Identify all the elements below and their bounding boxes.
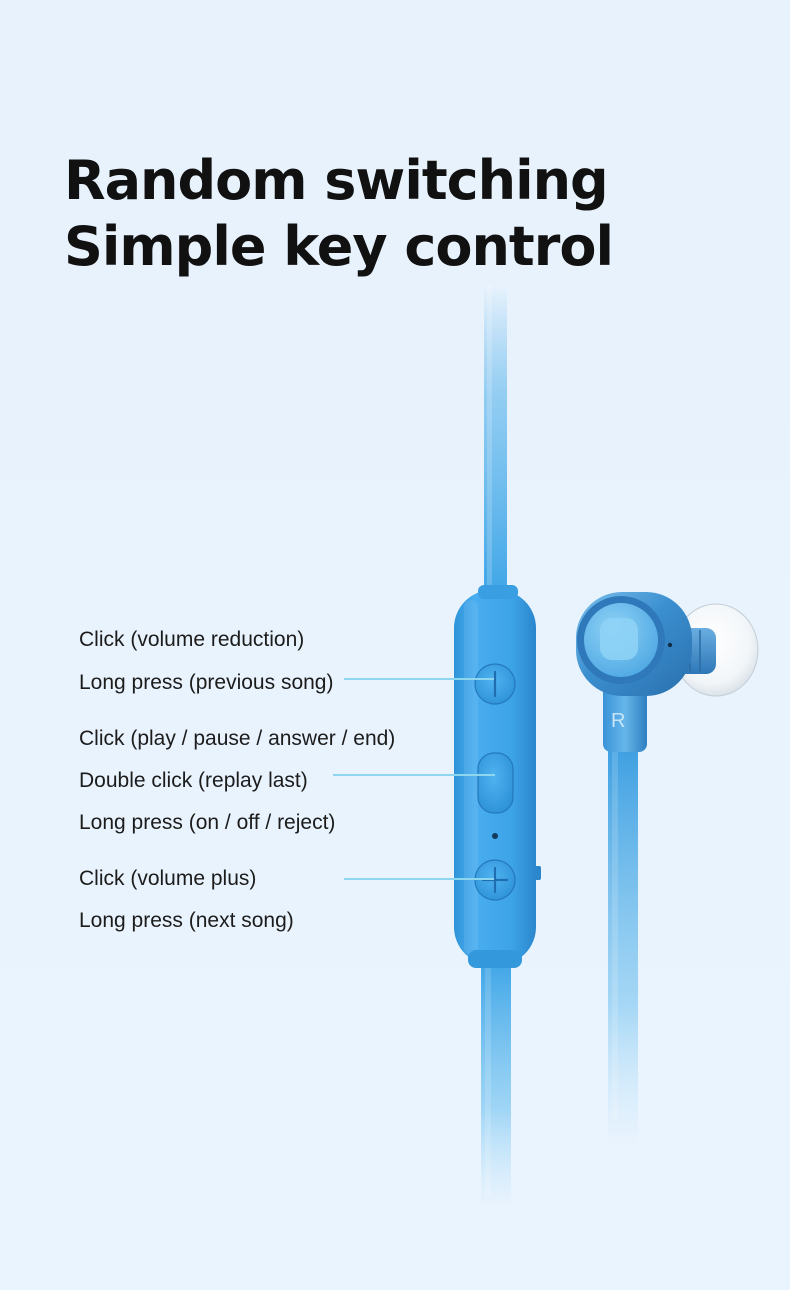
multifunction-click-label: Click (play / pause / answer / end) [79, 727, 396, 750]
multifunction-button[interactable] [477, 752, 514, 814]
multifunction-double-click-label: Double click (replay last) [79, 769, 308, 792]
plus-click-label: Click (volume plus) [79, 867, 257, 890]
lower-cable [481, 955, 511, 1210]
page-headline: Random switching Simple key control [64, 148, 614, 280]
plus-long-press-label: Long press (next song) [79, 909, 294, 932]
right-earbud [576, 592, 759, 752]
plus-leader-line [344, 878, 494, 880]
right-earbud-cable [608, 740, 638, 1150]
headline-line-2: Simple key control [64, 215, 614, 278]
minus-long-press-label: Long press (previous song) [79, 671, 334, 694]
upper-cable [484, 285, 507, 605]
multifunction-long-press-label: Long press (on / off / reject) [79, 811, 336, 834]
headline-line-1: Random switching [64, 149, 609, 212]
multifunction-leader-line [333, 774, 495, 776]
plus-icon[interactable] [474, 859, 516, 901]
microphone-hole-icon [492, 833, 498, 839]
earbud-side-mark: R [611, 710, 626, 732]
minus-click-label: Click (volume reduction) [79, 628, 305, 651]
minus-leader-line [344, 678, 494, 680]
minus-icon[interactable] [474, 663, 516, 705]
